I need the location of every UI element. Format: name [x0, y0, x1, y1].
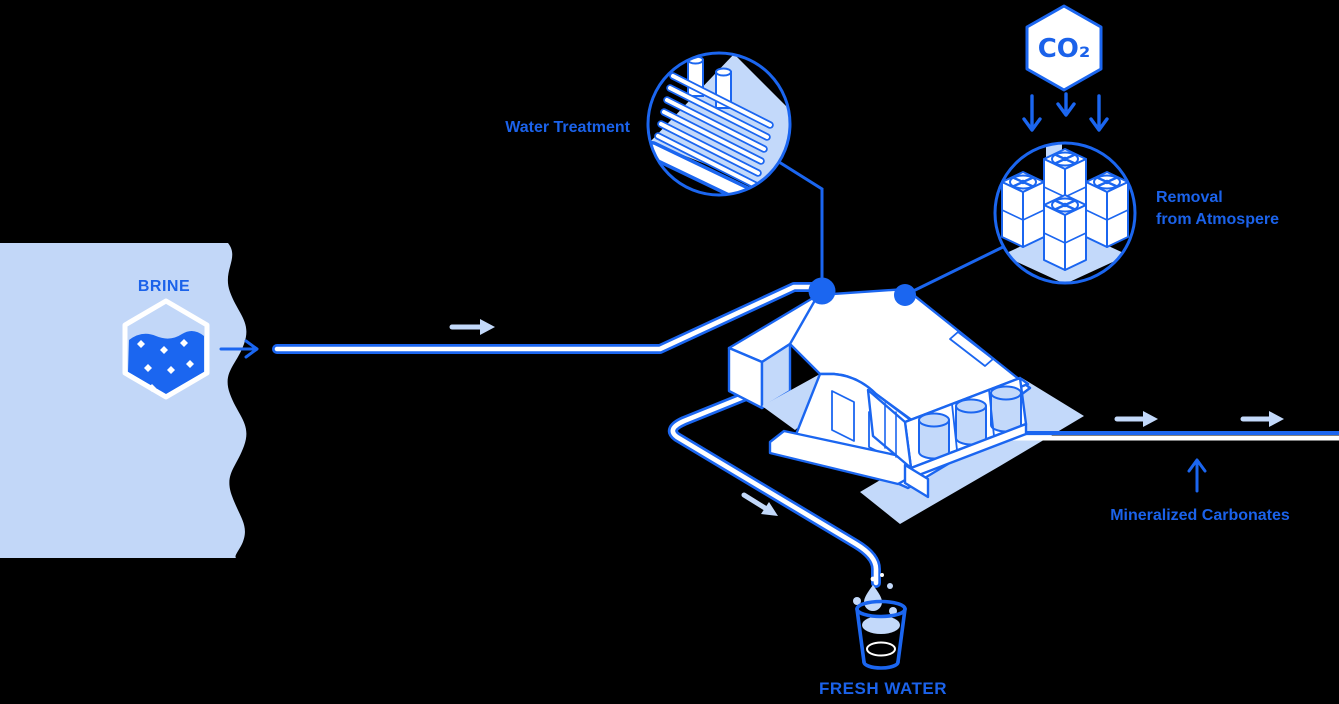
brine-hexagon-icon [122, 298, 210, 400]
removal-connector [904, 245, 1004, 297]
water-treatment-pipes-icon [646, 51, 792, 197]
junction-dot-water-treatment [808, 277, 836, 305]
water-drops [853, 573, 897, 615]
co2-label: CO₂ [1038, 34, 1091, 64]
brine-salt-crystals [137, 339, 194, 392]
co2-down-arrows-icon [1022, 92, 1109, 132]
water-treatment-label: Water Treatment [505, 119, 630, 136]
processing-plant-building-icon [727, 287, 1032, 499]
brine-pipe [272, 282, 829, 354]
mineralized-up-arrow-icon [1187, 458, 1207, 493]
co2-hexagon-icon: CO₂ [1025, 4, 1103, 92]
brine-label: BRINE [138, 278, 190, 295]
flow-arrow-carbonates-2-icon [1240, 411, 1284, 427]
mineralized-pipe [982, 431, 1339, 441]
junction-dot-removal [894, 284, 916, 306]
fresh-water-pipe [667, 391, 881, 588]
removal-label-line1: Removal [1156, 189, 1223, 206]
storage-tanks-icon [918, 385, 1022, 460]
water-treatment-connector [778, 160, 824, 280]
flow-arrow-carbonates-1-icon [1114, 411, 1158, 427]
mineralized-label: Mineralized Carbonates [1110, 507, 1290, 524]
dac-fan-cubes-icon [993, 141, 1137, 285]
brine-outflow-arrow-icon [219, 339, 259, 359]
removal-label-line2: from Atmospere [1156, 211, 1279, 228]
fresh-water-label: FRESH WATER [819, 679, 947, 698]
water-cup-icon [853, 573, 907, 670]
sea-water-body [0, 243, 247, 558]
flow-arrow-freshwater-icon [741, 492, 778, 516]
flow-arrow-brine-icon [449, 319, 495, 335]
